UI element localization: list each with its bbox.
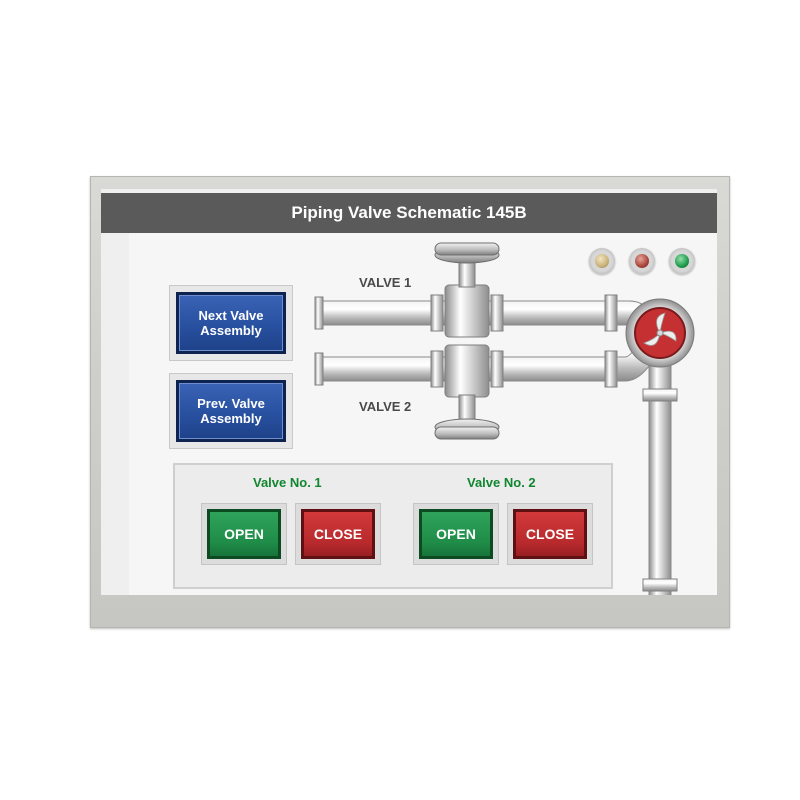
valve-2-close-label: CLOSE <box>513 509 587 559</box>
valve-2-pipe-label: VALVE 2 <box>359 399 412 414</box>
valve-1-open-label: OPEN <box>207 509 281 559</box>
status-lamp-red <box>629 248 655 274</box>
valve-2-open-button[interactable]: OPEN <box>413 503 499 565</box>
prev-valve-assembly-face[interactable]: Prev. Valve Assembly <box>176 380 286 442</box>
next-valve-assembly-button[interactable]: Next Valve Assembly <box>169 285 293 361</box>
amber-bulb <box>595 254 609 268</box>
green-bulb <box>675 254 689 268</box>
status-lamp-amber <box>589 248 615 274</box>
valve-2-control-label: Valve No. 2 <box>467 475 536 490</box>
valve-2-assembly <box>434 344 500 440</box>
hmi-screen: Piping Valve Schematic 145B Next Valve A… <box>101 189 717 595</box>
valve-1-open-button[interactable]: OPEN <box>201 503 287 565</box>
piping-schematic <box>314 242 695 595</box>
vertical-pipe-flanges <box>642 388 678 592</box>
prev-valve-assembly-label-line1: Prev. Valve <box>197 396 265 411</box>
schematic-area: Next Valve Assembly Prev. Valve Assembly <box>129 233 717 595</box>
next-valve-assembly-label-line2: Assembly <box>200 323 262 338</box>
hmi-bezel: Piping Valve Schematic 145B Next Valve A… <box>90 176 730 628</box>
pipe-flanges <box>314 294 618 388</box>
next-valve-assembly-face[interactable]: Next Valve Assembly <box>176 292 286 354</box>
valve-1-control-label: Valve No. 1 <box>253 475 322 490</box>
title-bar: Piping Valve Schematic 145B <box>101 193 717 233</box>
page-title: Piping Valve Schematic 145B <box>291 203 527 222</box>
valve-1-assembly <box>434 242 500 338</box>
valve-1-close-label: CLOSE <box>301 509 375 559</box>
valve-control-panel: Valve No. 1 Valve No. 2 OPEN CLOSE OPEN … <box>173 463 613 589</box>
prev-valve-assembly-button[interactable]: Prev. Valve Assembly <box>169 373 293 449</box>
next-valve-assembly-label-line1: Next Valve <box>198 308 264 323</box>
prev-valve-assembly-label-line2: Assembly <box>200 411 262 426</box>
pump-icon <box>625 298 695 368</box>
valve-1-close-button[interactable]: CLOSE <box>295 503 381 565</box>
red-bulb <box>635 254 649 268</box>
status-lamp-green <box>669 248 695 274</box>
valve-2-open-label: OPEN <box>419 509 493 559</box>
valve-1-pipe-label: VALVE 1 <box>359 275 412 290</box>
valve-2-close-button[interactable]: CLOSE <box>507 503 593 565</box>
